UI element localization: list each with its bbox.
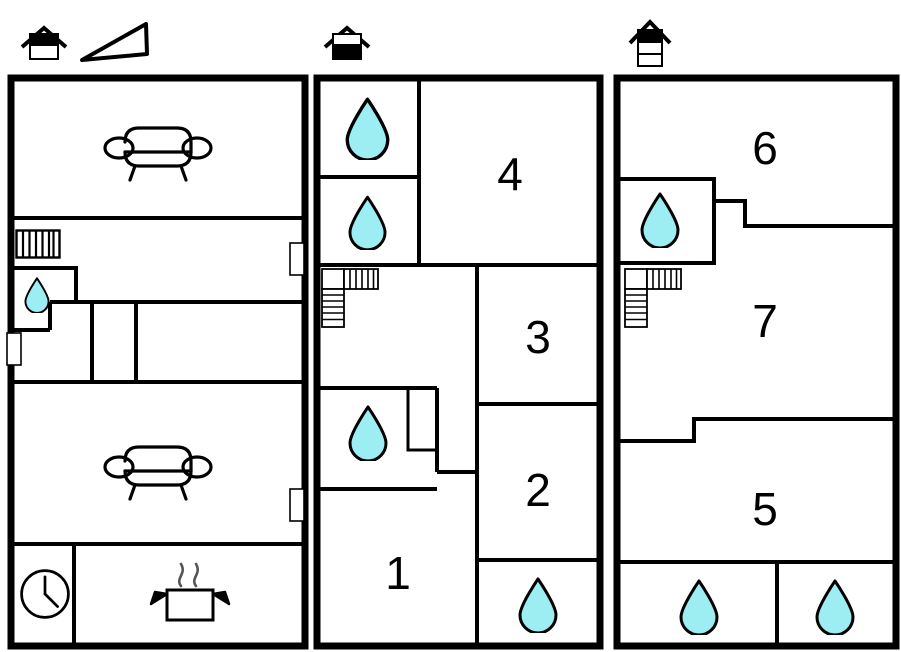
panel-1-interior-walls xyxy=(14,216,302,643)
room-label-5: 5 xyxy=(752,483,778,535)
floor-badge-upper xyxy=(628,19,672,67)
room-label-2: 2 xyxy=(525,464,551,516)
door-left-mid xyxy=(6,332,22,366)
radiator-icon xyxy=(15,229,61,259)
floor-plan-panel-right: 6 7 5 xyxy=(613,74,900,650)
panel-3-floor xyxy=(617,78,896,646)
floor-badge-basement xyxy=(20,25,68,60)
panel-2-outer-wall xyxy=(313,74,604,650)
door-right-upper xyxy=(289,242,305,276)
room-label-3: 3 xyxy=(525,311,551,363)
floor-badge-ground xyxy=(323,25,371,60)
panel-1-floor xyxy=(11,78,305,646)
room-label-6: 6 xyxy=(752,122,778,174)
room-label-4: 4 xyxy=(497,148,523,200)
panel-3-outer-wall xyxy=(613,74,900,650)
clock-icon xyxy=(20,569,70,619)
panel-2-floor xyxy=(317,78,600,646)
room-label-7: 7 xyxy=(752,295,778,347)
panel-3-room-numbers: 6 7 5 xyxy=(752,122,778,535)
room-label-1: 1 xyxy=(385,547,411,599)
legend-group xyxy=(20,19,672,67)
floor-plan-panel-left xyxy=(6,74,309,650)
door-right-lower xyxy=(289,488,305,522)
panel-2-interior-walls xyxy=(320,81,597,643)
panel-3-interior-walls xyxy=(620,177,893,643)
floor-plan-panel-middle: 4 3 2 1 xyxy=(313,74,604,650)
panel-1-openings xyxy=(6,242,305,522)
north-arrow-triangle xyxy=(80,22,149,62)
panel-2-room-numbers: 4 3 2 1 xyxy=(385,148,551,599)
